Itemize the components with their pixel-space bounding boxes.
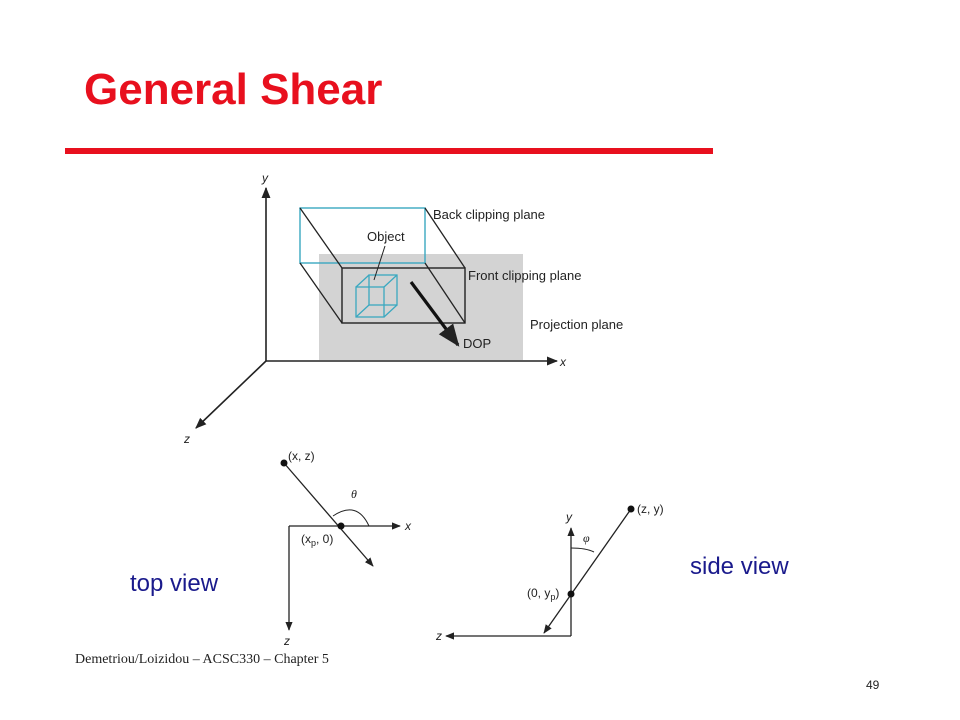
back-clipping-plane [299,207,426,264]
side-view-projector [543,508,632,634]
main-3d-diagram: y x z Back clipping plane Object Front c… [183,171,623,446]
side-view-point-zy-label: (z, y) [637,502,664,516]
phi-arc [570,547,595,553]
z-axis-label: z [183,432,190,446]
top-view-point-xp-label: (xp, 0) [301,532,333,548]
object-label: Object [367,229,405,244]
x-axis-label: x [559,355,567,369]
top-view-point-xp [337,522,345,530]
top-view-label: top view [130,570,219,597]
top-view-x-label: x [404,519,412,533]
phi-label: φ [583,531,590,545]
side-view-diagram: (z, y) φ y z (0, yp) [435,502,664,643]
object-leader [373,245,386,281]
projection-plane-label: Projection plane [530,317,623,332]
top-view-point-xz-label: (x, z) [288,449,315,463]
y-axis-label: y [261,171,269,185]
theta-arc [332,509,370,527]
top-view-diagram: (x, z) θ x z (xp, 0) [280,449,412,648]
dop-label: DOP [463,336,491,351]
top-view-point-xz [280,459,288,467]
page-number: 49 [866,678,880,692]
side-view-point-yp-label: (0, yp) [527,586,559,602]
side-view-point-zy [627,505,635,513]
side-view-y-label: y [565,510,573,524]
side-view-z-label: z [435,629,442,643]
slide-title: General Shear [84,65,383,114]
top-view-z-label: z [283,634,290,648]
side-view-point-yp [567,590,575,598]
front-clipping-plane-label: Front clipping plane [468,268,581,283]
front-clipping-plane [341,267,466,324]
projection-plane-rect [319,254,523,360]
top-view-projector [283,462,374,567]
dop-arrow [409,281,460,347]
side-view-label: side view [690,553,789,580]
slide-footer: Demetriou/Loizidou – ACSC330 – Chapter 5 [75,652,329,667]
z-axis [195,360,267,429]
theta-label: θ [351,487,357,501]
title-underline [65,148,713,154]
object-cube [355,274,398,318]
back-clipping-plane-label: Back clipping plane [433,207,545,222]
